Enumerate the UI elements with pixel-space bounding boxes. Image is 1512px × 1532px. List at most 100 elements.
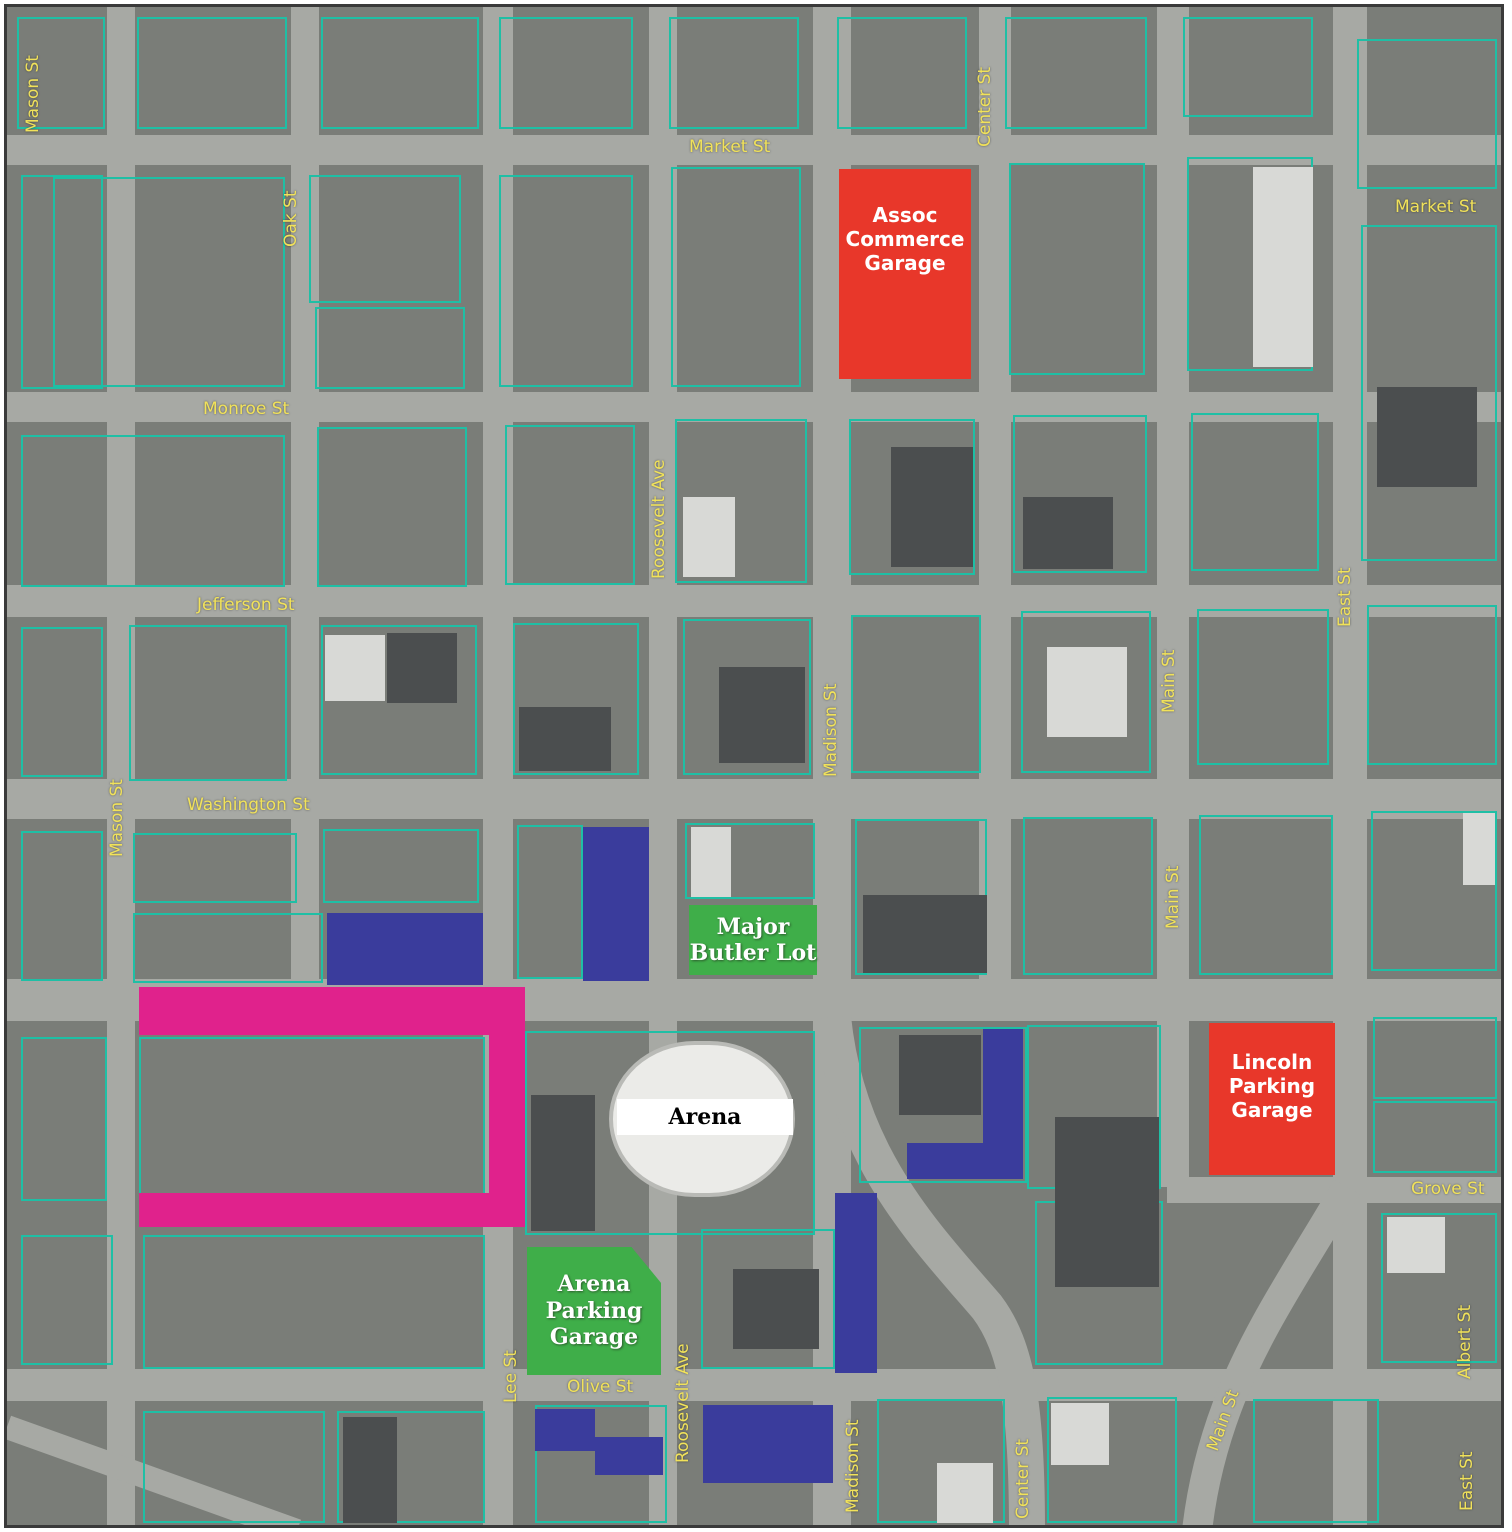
parcel[interactable] <box>1191 413 1319 571</box>
parcel[interactable] <box>21 831 103 981</box>
parcel[interactable] <box>1047 1397 1177 1523</box>
building <box>891 447 973 567</box>
parcel[interactable] <box>129 625 287 781</box>
pink-zone-bottom[interactable] <box>139 1193 525 1227</box>
parcel[interactable] <box>701 1229 835 1369</box>
parcel[interactable] <box>525 1031 815 1235</box>
aerial-map[interactable]: Arena Assoc Commerce Garage Lincoln Park… <box>4 4 1504 1528</box>
parcel[interactable] <box>137 17 287 129</box>
building-roof <box>937 1463 993 1523</box>
assoc-commerce-garage[interactable]: Assoc Commerce Garage <box>839 169 971 379</box>
parcel[interactable] <box>1253 1399 1379 1523</box>
parcel[interactable] <box>837 17 967 129</box>
parcel[interactable] <box>849 419 975 575</box>
parcel[interactable] <box>535 1405 667 1523</box>
parcel[interactable] <box>21 1235 113 1365</box>
label-roosevelt-ave-1: Roosevelt Ave <box>649 459 669 579</box>
parcel[interactable] <box>671 167 801 387</box>
parcel[interactable] <box>1373 1101 1497 1173</box>
parcel[interactable] <box>315 307 465 389</box>
parcel[interactable] <box>21 175 103 389</box>
parcel[interactable] <box>1367 605 1497 765</box>
label-market-st-2: Market St <box>1395 197 1477 217</box>
parcel[interactable] <box>1009 163 1145 375</box>
building-roof <box>1051 1403 1109 1465</box>
parcel[interactable] <box>133 913 323 983</box>
blue-zone[interactable] <box>327 913 483 985</box>
parcel[interactable] <box>1197 609 1329 765</box>
parcel[interactable] <box>21 627 103 777</box>
parcel[interactable] <box>309 175 461 303</box>
parcel[interactable] <box>53 177 285 387</box>
parcel[interactable] <box>1023 817 1153 975</box>
parcel[interactable] <box>317 427 467 587</box>
parcel[interactable] <box>1013 415 1147 573</box>
label-lee-st: Lee St <box>501 1350 521 1403</box>
building <box>1055 1117 1159 1287</box>
label-jefferson-st: Jefferson St <box>197 595 295 615</box>
blue-zone[interactable] <box>907 1143 1023 1179</box>
parcel[interactable] <box>1183 17 1313 117</box>
building-roof <box>691 827 731 897</box>
blue-zone[interactable] <box>535 1409 595 1451</box>
arena-parking-garage[interactable]: Arena Parking Garage <box>527 1247 661 1375</box>
parcel[interactable] <box>505 425 635 585</box>
parcel[interactable] <box>675 419 807 583</box>
parcel[interactable] <box>499 175 633 387</box>
parcel[interactable] <box>499 17 633 129</box>
building <box>1377 387 1477 487</box>
parcel[interactable] <box>859 1027 1027 1183</box>
parcel[interactable] <box>21 435 285 587</box>
blue-zone[interactable] <box>583 827 649 981</box>
major-butler-lot[interactable]: Major Butler Lot <box>689 905 817 975</box>
pink-zone-top[interactable] <box>139 987 525 1035</box>
parcel[interactable] <box>139 1037 485 1197</box>
parcel[interactable] <box>1005 17 1147 129</box>
road-main-st <box>1157 7 1189 1187</box>
parcel[interactable] <box>321 625 477 775</box>
pink-zone-right[interactable] <box>489 987 525 1227</box>
parcel[interactable] <box>1021 611 1151 773</box>
arena-label: Arena <box>617 1099 793 1135</box>
parcel[interactable] <box>851 615 981 773</box>
building-roof <box>1253 167 1313 367</box>
building <box>519 707 611 771</box>
blue-zone[interactable] <box>703 1405 833 1483</box>
major-butler-lot-label: Major Butler Lot <box>689 913 817 966</box>
building-roof <box>1463 813 1495 885</box>
parcel[interactable] <box>321 17 479 129</box>
parcel[interactable] <box>143 1411 325 1523</box>
parcel[interactable] <box>323 829 479 903</box>
lincoln-parking-garage-label: Lincoln Parking Garage <box>1228 1050 1316 1122</box>
building-roof <box>1387 1217 1445 1273</box>
parcel[interactable] <box>1373 1017 1497 1099</box>
parcel[interactable] <box>143 1235 485 1369</box>
parcel[interactable] <box>337 1411 485 1523</box>
parcel[interactable] <box>1199 815 1333 975</box>
parcel[interactable] <box>21 1037 107 1201</box>
label-east-st-1: East St <box>1335 567 1355 627</box>
parcel[interactable] <box>17 17 105 129</box>
lincoln-parking-garage[interactable]: Lincoln Parking Garage <box>1209 1023 1335 1175</box>
building <box>1023 497 1113 569</box>
parcel[interactable] <box>683 619 811 775</box>
label-mason-st-1: Mason St <box>23 55 43 133</box>
parcel[interactable] <box>1371 811 1497 971</box>
parcel[interactable] <box>1381 1213 1497 1363</box>
arena-parking-garage-label: Arena Parking Garage <box>545 1271 643 1351</box>
label-olive-st: Olive St <box>567 1377 634 1397</box>
parcel[interactable] <box>669 17 799 129</box>
parcel[interactable] <box>517 825 583 979</box>
parcel[interactable] <box>513 623 639 775</box>
road-monroe-st <box>7 392 1501 422</box>
label-market-st-1: Market St <box>689 137 771 157</box>
parcel[interactable] <box>133 833 297 903</box>
label-madison-st-1: Madison St <box>821 683 841 778</box>
blue-zone[interactable] <box>835 1193 877 1373</box>
building <box>899 1035 981 1115</box>
parcel[interactable] <box>1357 39 1497 189</box>
blue-zone[interactable] <box>595 1437 663 1475</box>
label-center-st-2: Center St <box>1013 1438 1033 1519</box>
parcel[interactable] <box>1361 225 1497 561</box>
parcel[interactable] <box>685 823 815 899</box>
